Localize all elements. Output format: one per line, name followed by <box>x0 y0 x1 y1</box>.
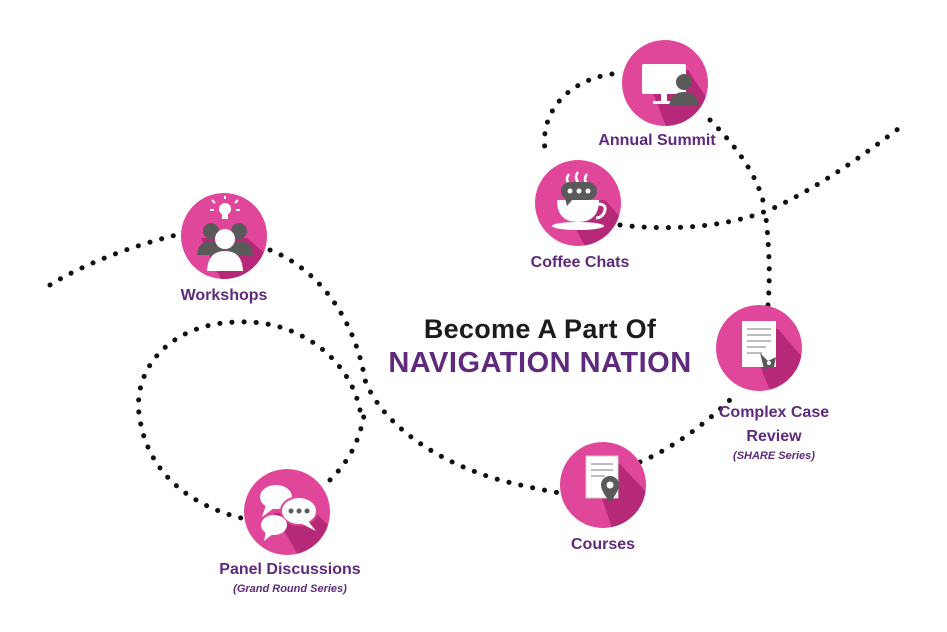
coffee-chats-node[interactable] <box>535 160 621 246</box>
workshops-node[interactable] <box>181 193 267 279</box>
central-title: Become A Part Of NAVIGATION NATION <box>340 312 740 380</box>
dotted-path-workshops-to-courses <box>267 247 568 497</box>
annual-summit-node[interactable] <box>622 40 708 126</box>
complex-case-review-node[interactable] <box>716 305 802 391</box>
complex-case-review-label: Complex Case Review (SHARE Series) <box>704 401 844 463</box>
panel-discussions-label-text: Panel Discussions <box>219 561 361 578</box>
document-location-pin-icon <box>585 455 646 528</box>
dotted-path-panel-up <box>327 407 368 483</box>
dotted-path-courses-to-review <box>637 392 738 465</box>
workshops-label: Workshops <box>180 287 268 304</box>
coffee-chats-label: Coffee Chats <box>530 254 630 271</box>
document-pen-icon <box>742 321 802 391</box>
panel-discussions-sublabel: (Grand Round Series) <box>233 583 347 595</box>
panel-discussions-node[interactable] <box>244 469 330 555</box>
annual-summit-label: Annual Summit <box>598 132 716 149</box>
dotted-path-summit-swoop <box>707 117 768 213</box>
complex-case-review-sublabel: (SHARE Series) <box>733 450 815 462</box>
monitor-person-icon <box>642 64 708 126</box>
panel-discussions-label: Panel Discussions (Grand Round Series) <box>200 558 380 596</box>
title-line-2: NAVIGATION NATION <box>388 347 692 379</box>
speech-bubbles-icon <box>260 485 330 555</box>
courses-label: Courses <box>570 536 636 553</box>
courses-node[interactable] <box>560 442 646 528</box>
dotted-path-review-up <box>762 207 772 308</box>
title-line-1: Become A Part Of <box>423 314 657 344</box>
dotted-path-left-entry <box>47 229 193 288</box>
coffee-cup-chat-icon <box>552 171 621 246</box>
dotted-path-summit-left <box>541 71 615 153</box>
group-lightbulb-icon <box>197 196 267 279</box>
complex-case-review-label-line2: Review <box>746 428 802 445</box>
complex-case-review-label-line1: Complex Case <box>718 404 830 421</box>
